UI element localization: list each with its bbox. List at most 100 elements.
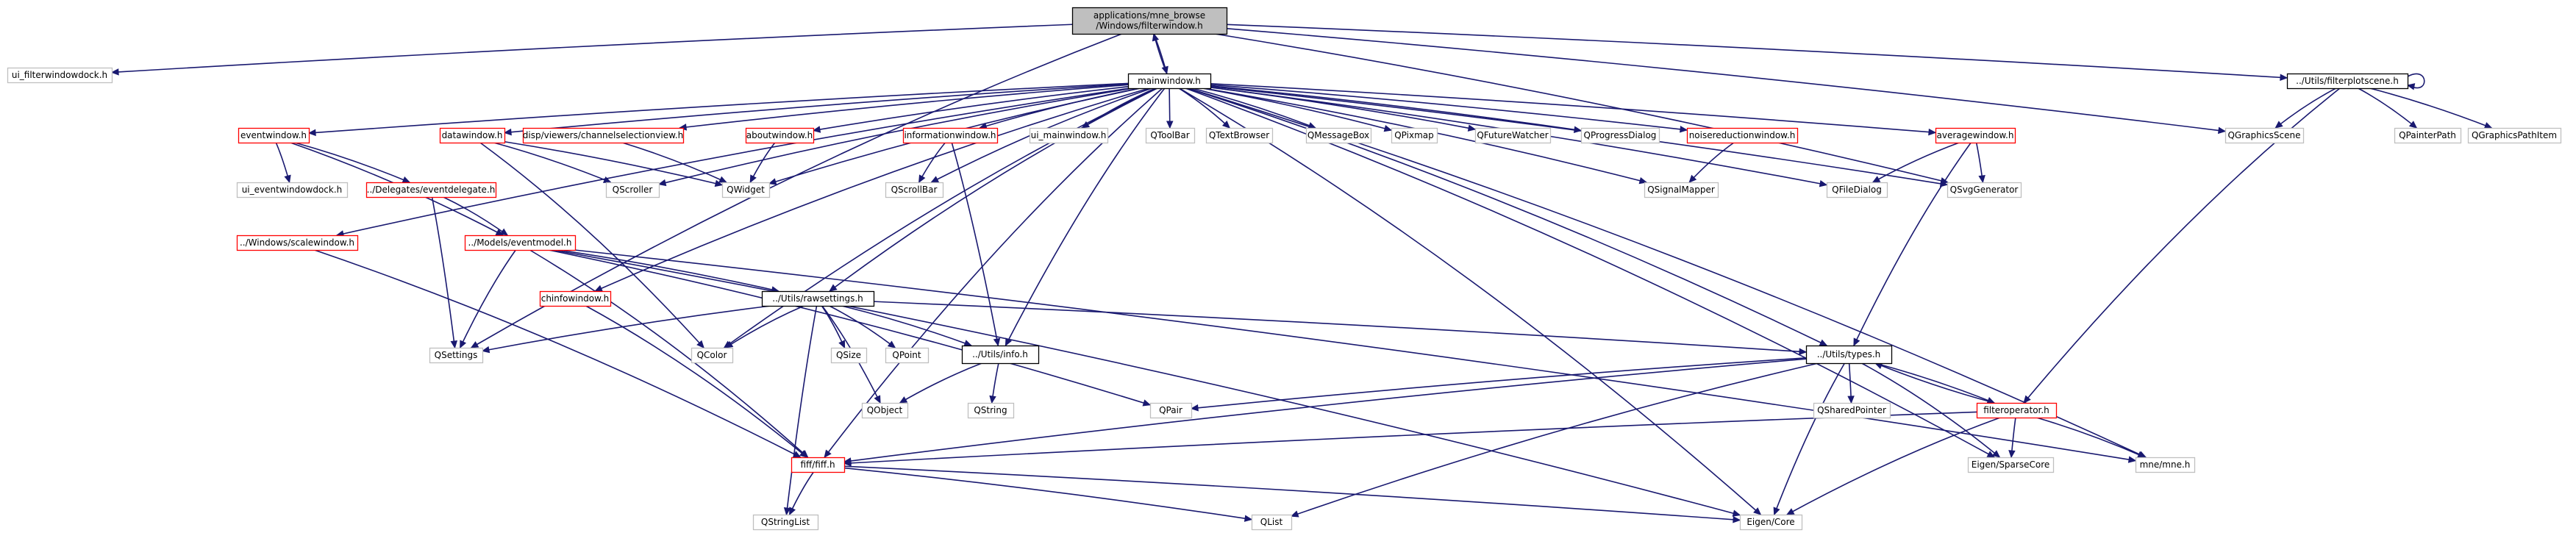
node-qtoolbar[interactable]: QToolBar bbox=[1145, 127, 1196, 144]
edge-eventmodel-to-mnemne bbox=[574, 249, 2137, 463]
node-qtextbrowser[interactable]: QTextBrowser bbox=[1205, 127, 1274, 144]
node-filteroperator[interactable]: filteroperator.h bbox=[1976, 402, 2058, 419]
edge-line bbox=[594, 87, 1149, 292]
node-qscrollbar[interactable]: QScrollBar bbox=[885, 182, 944, 198]
node-chansel[interactable]: disp/viewers/channelselectionview.h bbox=[523, 127, 685, 144]
edge-line bbox=[308, 82, 1129, 134]
node-aboutwindow[interactable]: aboutwindow.h bbox=[745, 127, 815, 144]
edge-eventwindow-to-eventdelegate bbox=[294, 142, 411, 183]
node-label: ui_eventwindowdock.h bbox=[242, 185, 343, 195]
edge-arrowhead bbox=[843, 459, 852, 467]
edge-filteroperator-to-mnemne bbox=[2036, 417, 2146, 458]
node-eventdelegate[interactable]: ../Delegates/eventdelegate.h bbox=[365, 182, 497, 198]
node-box bbox=[1805, 345, 1893, 365]
node-label: QTextBrowser bbox=[1209, 130, 1269, 140]
node-qwidget[interactable]: QWidget bbox=[721, 182, 771, 198]
node-box bbox=[464, 235, 577, 251]
edge-arrowhead bbox=[783, 507, 791, 516]
node-label: QSharedPointer bbox=[1817, 405, 1886, 415]
node-qlist[interactable]: QList bbox=[1251, 514, 1293, 531]
node-label: Eigen/Core bbox=[1747, 517, 1794, 527]
node-infowindow[interactable]: informationwindow.h bbox=[902, 127, 999, 144]
node-qsharedpointer[interactable]: QSharedPointer bbox=[1813, 402, 1891, 419]
node-qfiledialog[interactable]: QFileDialog bbox=[1826, 182, 1888, 198]
node-label: mne/mne.h bbox=[2140, 459, 2191, 470]
node-eigensparse[interactable]: Eigen/SparseCore bbox=[1967, 457, 2055, 473]
node-utilsinfo[interactable]: ../Utils/info.h bbox=[961, 345, 1040, 365]
node-datawindow[interactable]: datawindow.h bbox=[439, 127, 506, 144]
node-noisered[interactable]: noisereductionwindow.h bbox=[1686, 127, 1799, 144]
edge-line bbox=[1210, 85, 1582, 132]
node-averagewindow[interactable]: averagewindow.h bbox=[1935, 127, 2016, 144]
edge-filterplotscene-to-filteroperator bbox=[2023, 87, 2341, 404]
edge-arrowhead bbox=[657, 179, 667, 187]
node-root[interactable]: applications/mne_browse/Windows/filterwi… bbox=[1071, 7, 1228, 35]
edge-mainwindow-to-fiff bbox=[824, 87, 1163, 458]
node-mnemne[interactable]: mne/mne.h bbox=[2135, 457, 2196, 473]
node-qfuturewatcher[interactable]: QFutureWatcher bbox=[1474, 127, 1552, 144]
node-box bbox=[1305, 127, 1372, 144]
edge-line bbox=[2358, 87, 2417, 129]
edge-arrowhead bbox=[1799, 348, 1808, 355]
node-qpixmap[interactable]: QPixmap bbox=[1391, 127, 1438, 144]
edge-filteroperator-to-fiff bbox=[843, 411, 1977, 467]
edge-averagewindow-to-qfiledialog bbox=[1872, 142, 1960, 183]
node-utilstypes[interactable]: ../Utils/types.h bbox=[1805, 345, 1893, 365]
node-box bbox=[745, 127, 815, 144]
edge-utilstypes-to-qlist bbox=[1290, 362, 1819, 518]
edge-arrowhead bbox=[1638, 177, 1648, 185]
node-qsvggenerator[interactable]: QSvgGenerator bbox=[1947, 182, 2022, 198]
node-scalewindow[interactable]: ../Windows/scalewindow.h bbox=[236, 235, 359, 251]
node-ui_filter[interactable]: ui_filterwindowdock.h bbox=[7, 67, 113, 84]
edge-line bbox=[724, 87, 1157, 348]
edge-mainwindow-to-eigensparse bbox=[1185, 87, 1996, 458]
node-fiff[interactable]: fiff/fiff.h bbox=[791, 457, 846, 473]
edge-arrowhead bbox=[307, 129, 316, 137]
node-chinfowindow[interactable]: chinfowindow.h bbox=[539, 290, 612, 307]
node-eventmodel[interactable]: ../Models/eventmodel.h bbox=[464, 235, 577, 251]
edge-arrowhead bbox=[696, 340, 704, 348]
edge-eventwindow-to-ui_eventwindowdock bbox=[275, 142, 291, 184]
node-qobject[interactable]: QObject bbox=[861, 402, 909, 419]
node-qsize[interactable]: QSize bbox=[830, 347, 868, 364]
node-qsettings[interactable]: QSettings bbox=[429, 347, 484, 364]
edge-averagewindow-to-qsvggenerator bbox=[1975, 142, 1985, 184]
node-mainwindow[interactable]: mainwindow.h bbox=[1127, 73, 1212, 90]
node-qgraphicspathitem[interactable]: QGraphicsPathItem bbox=[2467, 127, 2562, 144]
node-label: QPoint bbox=[892, 350, 921, 360]
edge-line bbox=[548, 249, 1151, 406]
edge-line bbox=[873, 301, 1807, 353]
node-qpair[interactable]: QPair bbox=[1149, 402, 1193, 419]
node-box bbox=[1580, 127, 1660, 144]
node-ui_eventwindowdock[interactable]: ui_eventwindowdock.h bbox=[236, 182, 349, 198]
edge-arrowhead bbox=[1221, 121, 1231, 129]
edge-line bbox=[1773, 362, 1846, 515]
edge-arrowhead bbox=[2023, 395, 2031, 404]
node-qstring[interactable]: QString bbox=[967, 402, 1015, 419]
node-qpainterpath[interactable]: QPainterPath bbox=[2394, 127, 2462, 144]
edge-rawsettings-to-qstringlist bbox=[783, 305, 818, 516]
node-qcolor[interactable]: QColor bbox=[691, 347, 734, 364]
node-qprogressdialog[interactable]: QProgressDialog bbox=[1580, 127, 1660, 144]
edge-line bbox=[1005, 87, 1166, 346]
edge-arrowhead bbox=[402, 176, 411, 183]
node-eigencore[interactable]: Eigen/Core bbox=[1739, 514, 1803, 531]
edge-arrowhead bbox=[1688, 174, 1697, 183]
node-eventwindow[interactable]: eventwindow.h bbox=[238, 127, 310, 144]
node-qgraphicsscene[interactable]: QGraphicsScene bbox=[2224, 127, 2305, 144]
node-qsignalmapper[interactable]: QSignalMapper bbox=[1644, 182, 1719, 198]
edge-arrowhead bbox=[1928, 128, 1937, 136]
node-box bbox=[830, 347, 868, 364]
node-filterplotscene[interactable]: ../Utils/filterplotscene.h bbox=[2286, 73, 2409, 90]
edge-line bbox=[1210, 82, 1936, 134]
node-rawsettings[interactable]: ../Utils/rawsettings.h bbox=[761, 290, 875, 307]
node-label: ../Models/eventmodel.h bbox=[468, 237, 572, 248]
node-label: QStringList bbox=[761, 517, 810, 527]
edge-arrowhead bbox=[1785, 508, 1795, 515]
edge-infowindow-to-qscrollbar bbox=[918, 142, 946, 184]
node-qmessagebox[interactable]: QMessageBox bbox=[1305, 127, 1372, 144]
node-ui_mainwindow[interactable]: ui_mainwindow.h bbox=[1029, 127, 1109, 144]
node-qpoint[interactable]: QPoint bbox=[885, 347, 930, 364]
node-qstringlist[interactable]: QStringList bbox=[752, 514, 819, 531]
node-qscroller[interactable]: QScroller bbox=[605, 182, 660, 198]
